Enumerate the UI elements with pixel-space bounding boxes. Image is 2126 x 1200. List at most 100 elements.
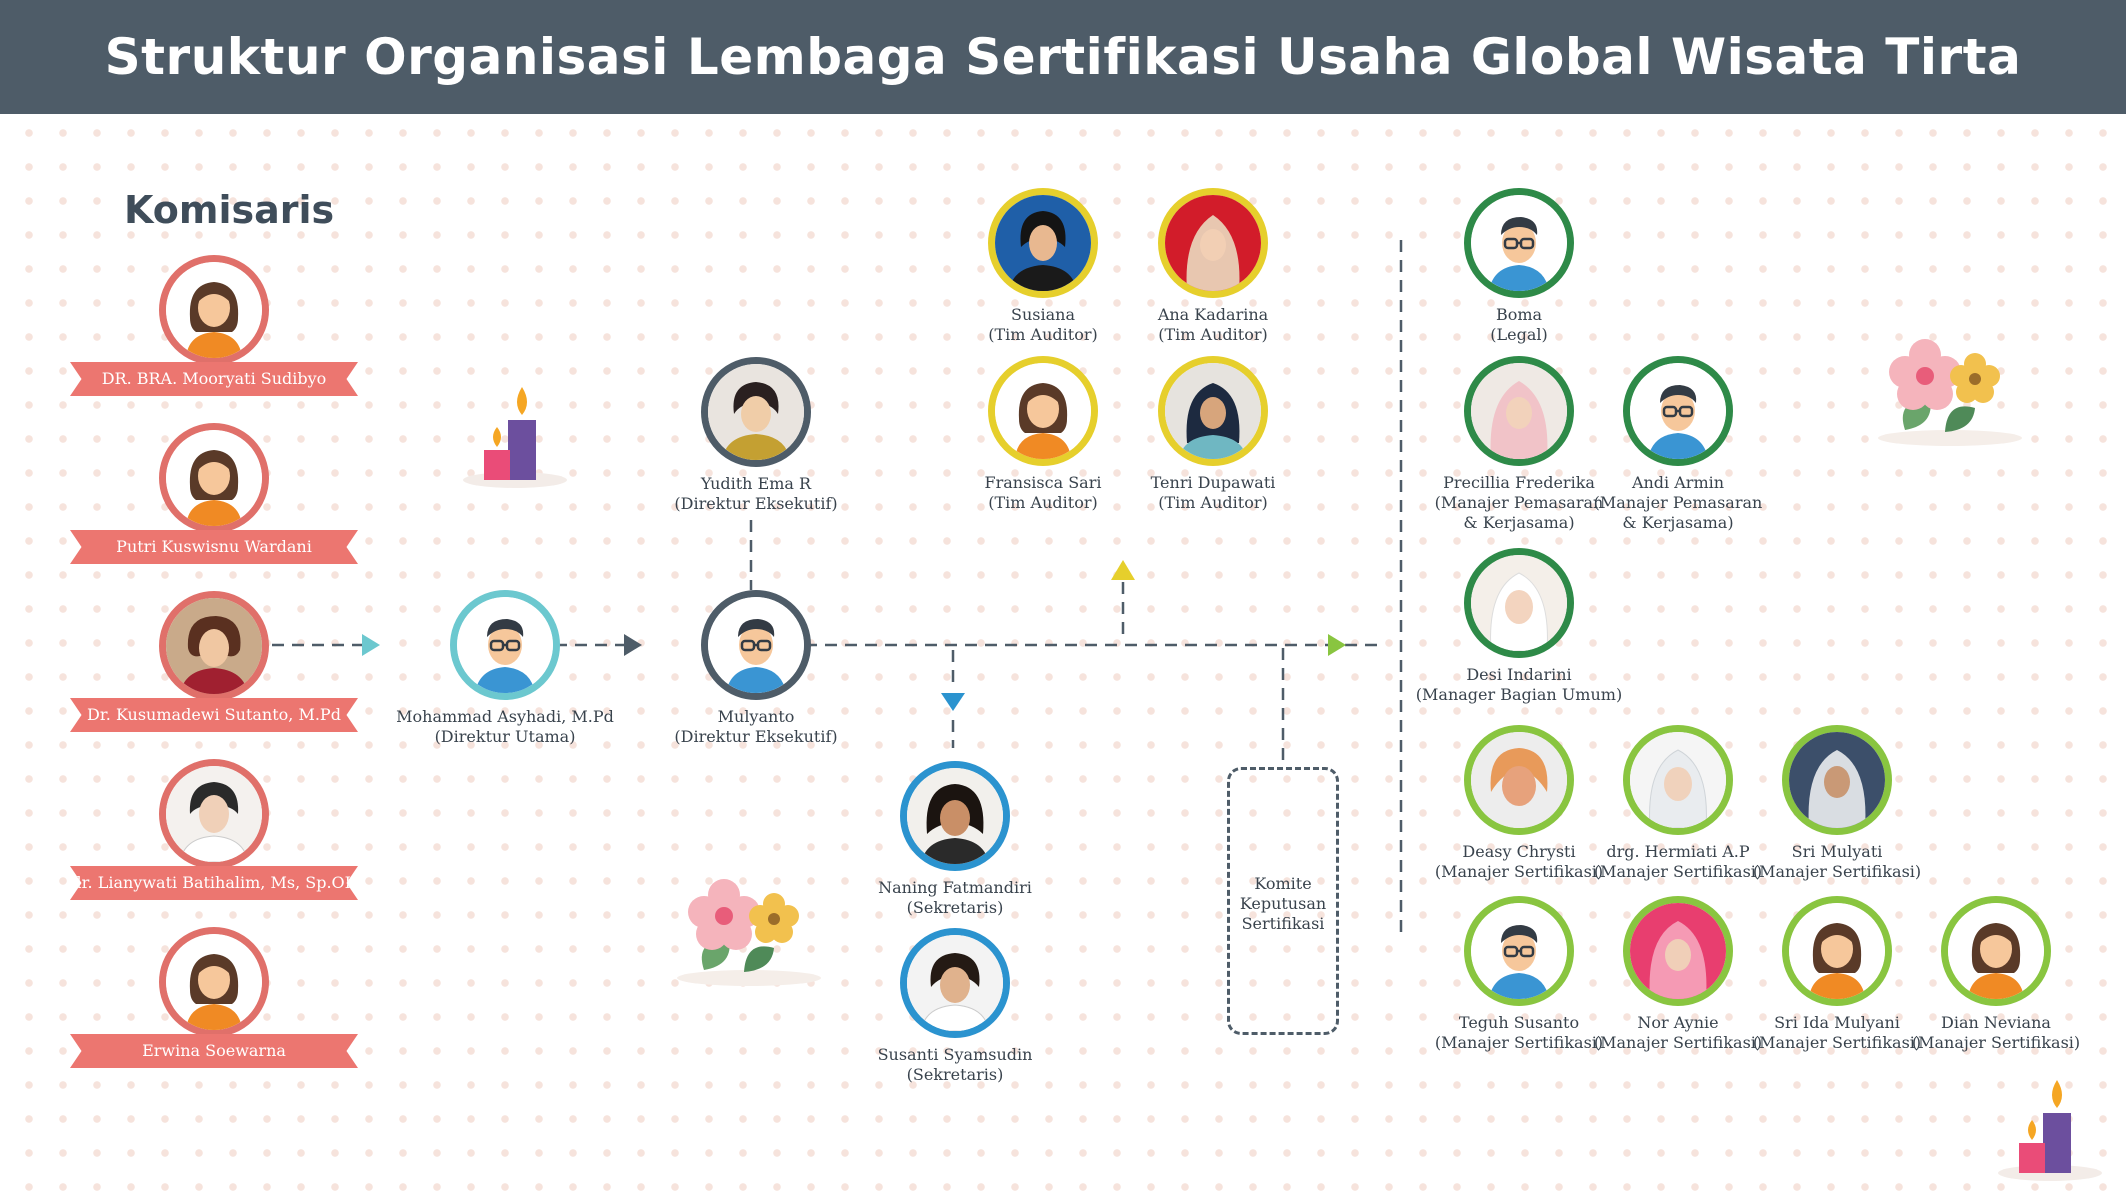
avatar [450, 590, 560, 700]
sertifikasi-caption: drg. Hermiati A.P (Manajer Sertifikasi) [1518, 842, 1838, 882]
pemasaran-caption: Andi Armin (Manajer Pemasaran & Kerjasam… [1518, 473, 1838, 533]
person-role: (Manajer Sertifikasi) [1752, 862, 1922, 881]
komite-box [1227, 767, 1339, 1035]
sertifikasi-caption: Teguh Susanto (Manajer Sertifikasi) [1359, 1013, 1679, 1053]
arrow-to-direktur-eksekutif [624, 634, 642, 656]
avatar [900, 928, 1010, 1038]
person-role: (Manajer Sertifikasi) [1752, 1033, 1922, 1052]
page-title: Struktur Organisasi Lembaga Sertifikasi … [104, 28, 2022, 86]
auditor-caption: Ana Kadarina (Tim Auditor) [1053, 305, 1373, 345]
person-role: (Tim Auditor) [988, 493, 1098, 512]
man-avatar-icon [1471, 195, 1567, 291]
woman-avatar-icon [995, 363, 1091, 459]
person-name: Precillia Frederika [1443, 473, 1595, 492]
man-avatar-icon [457, 597, 553, 693]
komisaris-name: Erwina Soewarna [70, 1034, 358, 1068]
umum-caption: Desi Indarini (Manager Bagian Umum) [1359, 665, 1679, 705]
komite-line: Keputusan [1239, 894, 1327, 913]
sekretaris-caption: Naning Fatmandiri (Sekretaris) [795, 878, 1115, 918]
avatar [159, 423, 269, 533]
person-role: (Manajer Sertifikasi) [1434, 1033, 1604, 1052]
person-role: (Manajer Sertifikasi) [1434, 862, 1604, 881]
person-role: (Direktur Eksekutif) [674, 727, 838, 746]
avatar [1464, 896, 1574, 1006]
avatar [1782, 896, 1892, 1006]
person-role: (Tim Auditor) [1158, 493, 1268, 512]
sekretaris-caption: Susanti Syamsudin (Sekretaris) [795, 1045, 1115, 1085]
person-role: (Direktur Utama) [434, 727, 576, 746]
sertifikasi-caption: Sri Mulyati (Manajer Sertifikasi) [1677, 842, 1997, 882]
avatar [1464, 548, 1574, 658]
photo-avatar-icon [166, 598, 262, 694]
man-avatar-icon [1630, 363, 1726, 459]
person-name: Andi Armin [1631, 473, 1725, 492]
legal-caption: Boma (Legal) [1359, 305, 1679, 345]
person-role: (Manajer Sertifikasi) [1911, 1033, 2081, 1052]
avatar [1464, 188, 1574, 298]
komisaris-name: dr. Lianywati Batihalim, Ms, Sp.OK [70, 866, 358, 900]
pemasaran-caption: Precillia Frederika (Manajer Pemasaran &… [1359, 473, 1679, 533]
sertifikasi-caption: Nor Aynie (Manajer Sertifikasi) [1518, 1013, 1838, 1053]
woman-avatar-icon [166, 262, 262, 358]
komite-label: Komite Keputusan Sertifikasi [1227, 874, 1339, 934]
sertifikasi-caption: Deasy Chrysti (Manajer Sertifikasi) [1359, 842, 1679, 882]
direktur-eksekutif-caption: Mulyanto (Direktur Eksekutif) [596, 707, 916, 747]
avatar [159, 927, 269, 1037]
avatar [1464, 725, 1574, 835]
photo-avatar-icon [1630, 903, 1726, 999]
person-role: (Tim Auditor) [988, 325, 1098, 344]
person-name: Naning Fatmandiri [878, 878, 1032, 897]
arrow-to-direktur-utama [362, 634, 380, 656]
person-name: Susiana [1011, 305, 1075, 324]
person-name: Deasy Chrysti [1462, 842, 1576, 861]
person-name: Mulyanto [717, 707, 795, 726]
woman-avatar-icon [166, 430, 262, 526]
photo-avatar-icon [1630, 732, 1726, 828]
avatar [1623, 896, 1733, 1006]
avatar [1158, 356, 1268, 466]
photo-avatar-icon [907, 935, 1003, 1031]
auditor-caption: Tenri Dupawati (Tim Auditor) [1053, 473, 1373, 513]
komisaris-name: DR. BRA. Mooryati Sudibyo [70, 362, 358, 396]
person-name: Desi Indarini [1466, 665, 1572, 684]
person-name: Sri Mulyati [1791, 842, 1883, 861]
person-name: drg. Hermiati A.P [1606, 842, 1750, 861]
person-name: Mohammad Asyhadi, M.Pd [396, 707, 614, 726]
avatar [1623, 356, 1733, 466]
photo-avatar-icon [1165, 195, 1261, 291]
avatar [1158, 188, 1268, 298]
person-role: (Manajer Pemasaran [1593, 493, 1763, 512]
avatar [159, 591, 269, 701]
person-name: Yudith Ema R [700, 474, 812, 493]
candle-icon [463, 387, 567, 488]
komisaris-name: Putri Kuswisnu Wardani [70, 530, 358, 564]
photo-avatar-icon [907, 768, 1003, 864]
komite-line: Sertifikasi [1241, 914, 1325, 933]
person-role: (Manajer Sertifikasi) [1593, 1033, 1763, 1052]
komisaris-heading: Komisaris [124, 188, 335, 232]
woman-avatar-icon [166, 934, 262, 1030]
header-bar: Struktur Organisasi Lembaga Sertifikasi … [0, 0, 2126, 114]
person-name: Sri Ida Mulyani [1774, 1013, 1900, 1032]
arrow-to-auditor [1111, 560, 1135, 580]
avatar [1623, 725, 1733, 835]
avatar [701, 357, 811, 467]
person-name: Tenri Dupawati [1150, 473, 1276, 492]
person-role: (Manajer Sertifikasi) [1593, 862, 1763, 881]
arrow-to-sekretaris [941, 693, 965, 711]
person-name: Ana Kadarina [1157, 305, 1269, 324]
photo-avatar-icon [166, 766, 262, 862]
man-avatar-icon [1471, 903, 1567, 999]
person-name: Teguh Susanto [1458, 1013, 1580, 1032]
person-role: (Tim Auditor) [1158, 325, 1268, 344]
avatar [159, 759, 269, 869]
auditor-caption: Susiana (Tim Auditor) [883, 305, 1203, 345]
person-role: (Sekretaris) [906, 1065, 1004, 1084]
person-role: & Kerjasama) [1463, 513, 1575, 532]
person-role: (Manager Bagian Umum) [1415, 685, 1623, 704]
direktur-utama-caption: Mohammad Asyhadi, M.Pd (Direktur Utama) [345, 707, 665, 747]
avatar [1782, 725, 1892, 835]
woman-avatar-icon [1948, 903, 2044, 999]
photo-avatar-icon [1789, 732, 1885, 828]
